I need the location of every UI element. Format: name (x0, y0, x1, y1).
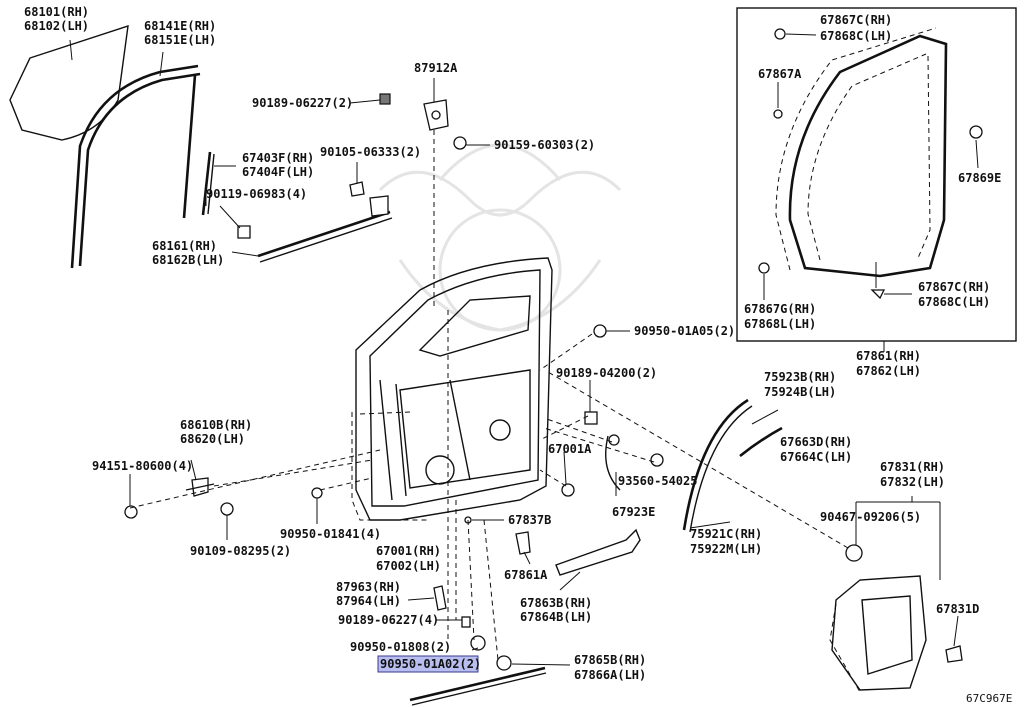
label-90189-06227-b[interactable]: 90189-06227(4) (338, 613, 439, 627)
label-87964[interactable]: 87964(LH) (336, 594, 401, 608)
label-67861a[interactable]: 67861A (504, 568, 548, 582)
glass-run-part[interactable] (70, 64, 201, 269)
leader-lines (69, 33, 979, 666)
label-75923b[interactable]: 75923B(RH) (764, 370, 836, 384)
rear-lower-channel-part[interactable] (201, 151, 215, 216)
door-outline-dashed (351, 412, 430, 521)
diagram-code: 67C967E (966, 692, 1012, 705)
label-90189-04200[interactable]: 90189-04200(2) (556, 366, 657, 380)
door-glass-part[interactable] (9, 24, 129, 141)
label-67865b[interactable]: 67865B(RH) (574, 653, 646, 667)
label-67001a[interactable]: 67001A (548, 442, 592, 456)
sensor-part[interactable] (433, 585, 447, 611)
label-67002[interactable]: 67002(LH) (376, 559, 441, 573)
label-90159-60303[interactable]: 90159-60303(2) (494, 138, 595, 152)
label-68620[interactable]: 68620(LH) (180, 432, 245, 446)
label-68161[interactable]: 68161(RH) (152, 239, 217, 253)
label-87912a[interactable]: 87912A (414, 61, 458, 75)
lower-weatherstrip-part[interactable] (409, 666, 547, 706)
label-67861[interactable]: 67861(RH) (856, 349, 921, 363)
fasteners (124, 93, 963, 671)
label-90950-01a05[interactable]: 90950-01A05(2) (634, 324, 735, 338)
door-protector-part[interactable] (515, 528, 641, 576)
hinge-part[interactable] (423, 99, 449, 131)
label-94151-80600[interactable]: 94151-80600(4) (92, 459, 193, 473)
label-67868l[interactable]: 67868L(LH) (744, 317, 816, 331)
label-67403f[interactable]: 67403F(RH) (242, 151, 314, 165)
label-90950-01a02[interactable]: 90950-01A02(2) (380, 657, 481, 671)
label-67863b[interactable]: 67863B(RH) (520, 596, 592, 610)
door-weatherstrip-part[interactable] (775, 27, 948, 278)
label-67868c-a[interactable]: 67868C(LH) (820, 29, 892, 43)
label-68610b[interactable]: 68610B(RH) (180, 418, 252, 432)
label-68101[interactable]: 68101(RH) (24, 5, 89, 19)
label-90189-06227-a[interactable]: 90189-06227(2) (252, 96, 353, 110)
part-labels: 68101(RH) 68102(LH) 68141E(RH) 68151E(LH… (24, 5, 1012, 705)
label-67831[interactable]: 67831(RH) (880, 460, 945, 474)
label-67832[interactable]: 67832(LH) (880, 475, 945, 489)
service-hole-cover-part[interactable] (829, 575, 927, 693)
label-68141e[interactable]: 68141E(RH) (144, 19, 216, 33)
label-75921c[interactable]: 75921C(RH) (690, 527, 762, 541)
label-90105-06333[interactable]: 90105-06333(2) (320, 145, 421, 159)
selected-part-highlight (377, 655, 479, 673)
door-panel-part[interactable] (355, 257, 553, 521)
weatherstrip-clips (758, 28, 983, 300)
label-67923e[interactable]: 67923E (612, 505, 655, 519)
watermark-emblem (378, 143, 622, 332)
label-68151e[interactable]: 68151E(LH) (144, 33, 216, 47)
label-67664c[interactable]: 67664C(LH) (780, 450, 852, 464)
label-67663d[interactable]: 67663D(RH) (780, 435, 852, 449)
label-67831d[interactable]: 67831D (936, 602, 979, 616)
weatherstrip-inset-box (736, 7, 1017, 342)
label-67867c-b[interactable]: 67867C(RH) (918, 280, 990, 294)
label-67867a[interactable]: 67867A (758, 67, 802, 81)
label-67867g[interactable]: 67867G(RH) (744, 302, 816, 316)
label-67837b[interactable]: 67837B (508, 513, 551, 527)
label-90119-06983[interactable]: 90119-06983(4) (206, 187, 307, 201)
label-75924b[interactable]: 75924B(LH) (764, 385, 836, 399)
label-75922m[interactable]: 75922M(LH) (690, 542, 762, 556)
door-check-part[interactable] (185, 477, 215, 497)
label-67862[interactable]: 67862(LH) (856, 364, 921, 378)
label-67404f[interactable]: 67404F(LH) (242, 165, 314, 179)
label-67867c-a[interactable]: 67867C(RH) (820, 13, 892, 27)
label-67869e[interactable]: 67869E (958, 171, 1001, 185)
label-90467-09206[interactable]: 90467-09206(5) (820, 510, 921, 524)
label-67001[interactable]: 67001(RH) (376, 544, 441, 558)
label-90109-08295[interactable]: 90109-08295(2) (190, 544, 291, 558)
label-67864b[interactable]: 67864B(LH) (520, 610, 592, 624)
label-67868c-b[interactable]: 67868C(LH) (918, 295, 990, 309)
label-90950-01841[interactable]: 90950-01841(4) (280, 527, 381, 541)
label-90950-01808[interactable]: 90950-01808(2) (350, 640, 451, 654)
bracket-part[interactable] (605, 435, 621, 491)
door-moulding-part[interactable] (682, 398, 783, 533)
label-68162b[interactable]: 68162B(LH) (152, 253, 224, 267)
label-67866a[interactable]: 67866A(LH) (574, 668, 646, 682)
belt-moulding-part[interactable] (257, 195, 393, 263)
label-68102[interactable]: 68102(LH) (24, 19, 89, 33)
label-93560-54025[interactable]: 93560-54025 (618, 474, 697, 488)
label-87963[interactable]: 87963(RH) (336, 580, 401, 594)
assembly-dashed-lines (129, 130, 849, 549)
